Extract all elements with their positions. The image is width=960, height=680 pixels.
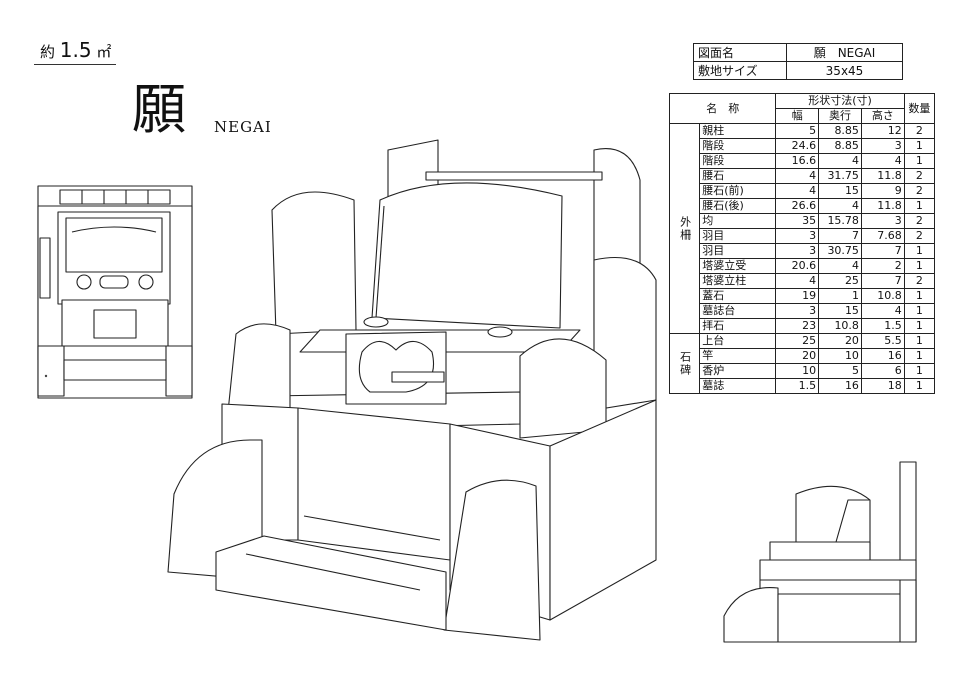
area-unit: ㎡ <box>96 43 112 61</box>
part-depth: 15 <box>818 183 862 199</box>
front-elevation-view <box>37 185 193 399</box>
part-name: 塔婆立柱 <box>699 273 777 289</box>
part-height: 11.8 <box>860 198 905 214</box>
part-height: 11.8 <box>860 168 905 184</box>
table-header-row: 幅奥行高さ <box>670 108 935 124</box>
part-quantity: 1 <box>903 378 936 394</box>
part-width: 23 <box>775 318 820 334</box>
area-label: 約 1.5 ㎡ <box>40 38 111 62</box>
part-depth: 8.85 <box>818 123 862 139</box>
side-elevation-view <box>723 461 917 643</box>
info-label: 敷地サイズ <box>693 61 787 80</box>
info-row: 敷地サイズ 35x45 <box>693 61 903 80</box>
header-dimensions-group: 形状寸法(寸) <box>775 93 905 109</box>
part-name: 香炉 <box>699 363 777 379</box>
drawing-info-table: 図面名 願 NEGAI 敷地サイズ 35x45 <box>693 43 903 80</box>
table-header-row: 名 称形状寸法(寸)数量 <box>668 93 936 124</box>
part-name: 腰石(後) <box>699 198 777 214</box>
part-height: 18 <box>860 378 905 394</box>
part-quantity: 2 <box>903 228 936 244</box>
header-quantity: 数量 <box>903 93 936 124</box>
design-name-kanji: 願 <box>132 78 186 141</box>
part-name: 塔婆立受 <box>699 258 777 274</box>
part-width: 1.5 <box>775 378 820 394</box>
part-name: 墓誌 <box>699 378 777 394</box>
area-value: 1.5 <box>59 38 92 62</box>
header-name: 名 称 <box>668 93 777 124</box>
info-row: 図面名 願 NEGAI <box>693 43 903 62</box>
part-width: 24.6 <box>775 138 820 154</box>
info-value: 願 NEGAI <box>786 43 903 62</box>
area-prefix: 約 <box>40 43 56 61</box>
part-name: 上台 <box>699 333 777 349</box>
part-name: 拝石 <box>699 318 777 334</box>
part-width: 20 <box>775 348 820 364</box>
info-value: 35x45 <box>786 61 903 80</box>
area-underline <box>34 64 116 65</box>
part-quantity: 2 <box>903 183 936 199</box>
design-name-roman: NEGAI <box>214 118 272 136</box>
group-label: 石碑 <box>668 333 701 394</box>
part-name: 腰石(前) <box>699 183 777 199</box>
perspective-view <box>167 139 657 641</box>
part-height: 12 <box>860 123 905 139</box>
part-width: 26.6 <box>775 198 820 214</box>
